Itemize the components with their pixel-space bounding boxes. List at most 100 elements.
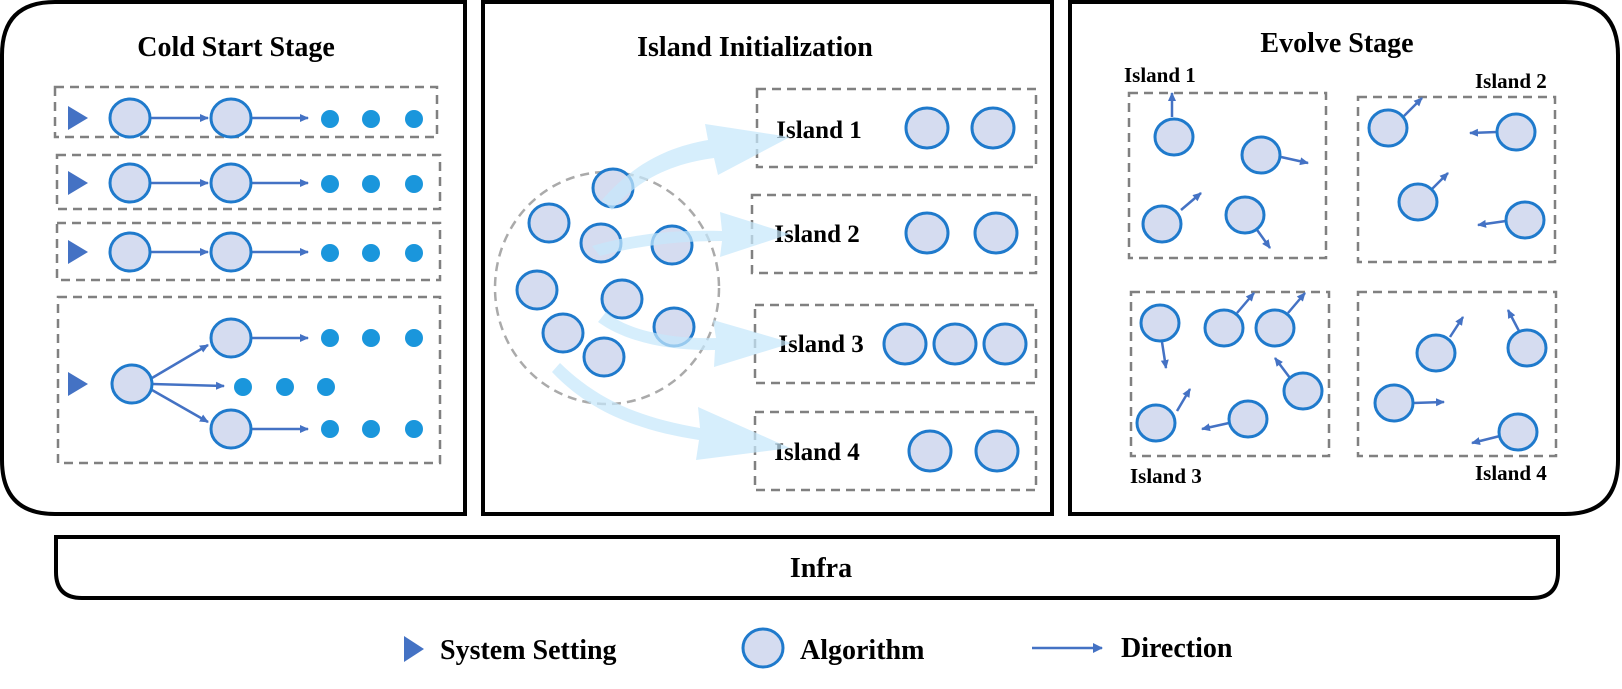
island-init-panel: Island Initialization Island 1 Island 2 … — [481, 0, 1054, 516]
direction-arrow — [1287, 292, 1306, 314]
algorithm-node — [209, 97, 253, 139]
ellipsis-dot — [405, 329, 423, 347]
algorithm-node — [209, 408, 253, 450]
direction-arrow — [1412, 398, 1445, 407]
cold-start-branch-row — [56, 295, 442, 465]
evolve-panel: Evolve Stage Island 1 Island 2 Island 3 … — [1068, 0, 1620, 516]
evolve-island-box-3 — [1129, 290, 1331, 458]
legend: System Setting Algorithm Direction — [404, 627, 1233, 669]
dashed-box — [56, 295, 442, 465]
algorithm-icon — [741, 627, 785, 669]
direction-arrow — [1253, 226, 1272, 249]
flow-arrow-2 — [592, 212, 790, 257]
island-2-label: Island 2 — [774, 221, 859, 248]
direction-arrow — [1471, 434, 1501, 445]
algorithm-node — [1367, 108, 1409, 148]
algorithm-node — [1224, 195, 1266, 235]
algorithm-node — [1141, 204, 1183, 244]
algorithm-node — [1504, 200, 1546, 240]
island-1-label: Island 1 — [776, 117, 861, 144]
ellipsis-dot — [276, 378, 294, 396]
system-setting-icon — [404, 636, 424, 662]
algorithm-node — [882, 322, 928, 366]
algorithm-node — [1139, 303, 1181, 343]
algorithm-node — [209, 231, 253, 273]
algorithm-node — [1397, 182, 1439, 222]
direction-arrow — [1506, 309, 1521, 332]
evolve-island-box-1 — [1127, 91, 1328, 260]
algorithm-node — [515, 269, 559, 311]
evolve-island-2-label: Island 2 — [1475, 69, 1547, 93]
island-3-label: Island 3 — [778, 331, 863, 358]
island-box-2 — [750, 193, 1038, 275]
algorithm-node — [110, 363, 154, 405]
ellipsis-dot — [362, 420, 380, 438]
algorithm-node — [1506, 328, 1548, 368]
flow-arrow-3 — [598, 312, 792, 367]
evolve-title: Evolve Stage — [1260, 28, 1413, 59]
cold-start-row — [55, 221, 442, 282]
direction-arrow — [1469, 128, 1498, 137]
algorithm-node — [1227, 399, 1269, 439]
ellipsis-dot — [321, 110, 339, 128]
direction-arrow — [1160, 341, 1169, 369]
algorithm-node — [982, 322, 1028, 366]
evolve-island-1-label: Island 1 — [1124, 63, 1196, 87]
algorithm-node — [582, 336, 626, 378]
algorithm-node — [1254, 308, 1296, 348]
island-4-label: Island 4 — [774, 439, 860, 466]
flow-arrow-4 — [552, 363, 790, 460]
population-pool — [493, 170, 721, 406]
evolve-island-3-label: Island 3 — [1130, 464, 1202, 488]
ellipsis-dot — [405, 244, 423, 262]
cold-start-title: Cold Start Stage — [137, 32, 335, 63]
migration-flow-arrows — [552, 124, 792, 460]
algorithm-node — [973, 211, 1019, 255]
direction-arrow — [1477, 219, 1507, 228]
ellipsis-dot — [321, 175, 339, 193]
direction-arrow — [1403, 97, 1423, 117]
ellipsis-dot — [317, 378, 335, 396]
infra-label: Infra — [790, 553, 852, 584]
direction-arrow — [1180, 192, 1202, 211]
system-setting-icon — [68, 171, 88, 195]
direction-arrow — [1201, 421, 1230, 432]
legend-direction: Direction — [1121, 633, 1233, 664]
direction-arrow — [151, 343, 209, 380]
direction-arrow — [1175, 388, 1192, 412]
ellipsis-dot — [362, 110, 380, 128]
algorithm-node — [1282, 371, 1324, 411]
system-setting-icon — [68, 240, 88, 264]
ellipsis-dot — [234, 378, 252, 396]
algorithm-node — [932, 322, 978, 366]
dashed-box — [53, 85, 439, 139]
cold-start-row — [53, 85, 439, 139]
direction-arrow — [1274, 357, 1291, 379]
island-init-panel-border — [481, 0, 1054, 516]
algorithm-node — [1135, 403, 1177, 443]
algorithm-node — [209, 317, 253, 359]
direction-arrow — [151, 388, 209, 424]
direction-arrow — [1431, 172, 1449, 190]
algorithm-node — [907, 429, 953, 473]
dashed-box — [55, 153, 442, 211]
ellipsis-dot — [362, 329, 380, 347]
system-setting-icon — [68, 106, 88, 130]
direction-arrow — [1448, 316, 1465, 338]
evolve-island-box-4 — [1356, 290, 1558, 458]
algorithm-node — [541, 312, 585, 354]
island-box-1 — [755, 87, 1038, 169]
ellipsis-dot — [321, 420, 339, 438]
system-setting-icon — [68, 372, 88, 396]
direction-arrow — [151, 381, 225, 390]
algorithm-node — [527, 202, 571, 244]
algorithm-node — [209, 162, 253, 204]
algorithm-node — [108, 97, 152, 139]
ellipsis-dot — [321, 244, 339, 262]
ellipsis-dot — [405, 420, 423, 438]
infra-bar: Infra — [54, 535, 1560, 600]
legend-system-setting: System Setting — [440, 635, 617, 666]
algorithm-node — [904, 106, 950, 150]
ellipsis-dot — [362, 244, 380, 262]
